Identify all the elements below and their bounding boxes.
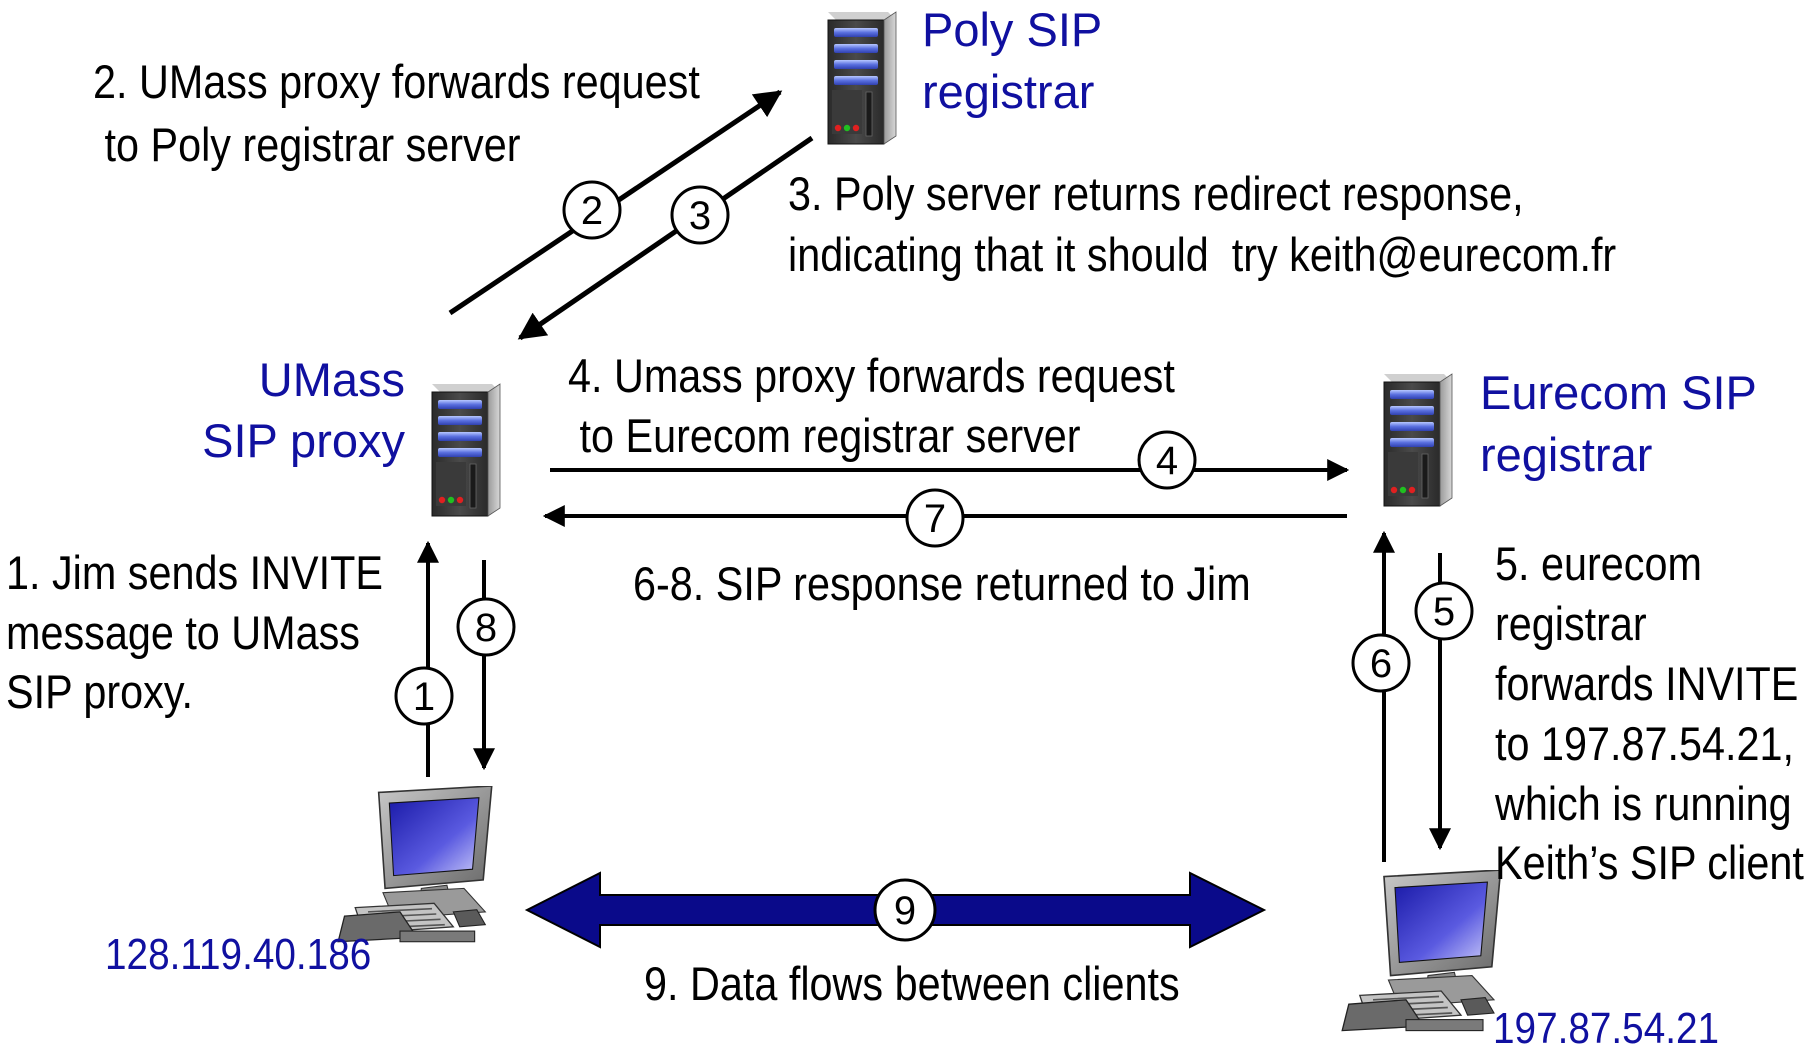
eurecom-registrar-label-line2: registrar [1480,428,1653,481]
umass-proxy-label-line1: UMass [258,353,405,406]
keith-computer-icon [1341,870,1502,1032]
svg-text:1: 1 [413,675,435,719]
step3-text-line1: 3. Poly server returns redirect response… [788,167,1524,220]
step2-text-line2: to Poly registrar server [93,118,521,171]
umass-proxy-label-line2: SIP proxy [202,414,405,467]
svg-text:6: 6 [1370,642,1392,686]
step4-text-line2: to Eurecom registrar server [568,409,1081,462]
step5-text-line5: which is running [1495,777,1792,830]
step-circle-2: 2 [562,180,622,240]
step5-text-line1: 5. eurecom [1495,537,1702,590]
step-circle-9: 9 [873,878,937,942]
step5-text-line4: to 197.87.54.21, [1495,717,1794,770]
svg-text:4: 4 [1156,439,1178,483]
keith-ip-address: 197.87.54.21 [1493,1004,1720,1050]
svg-text:9: 9 [894,889,916,933]
step1-text-line3: SIP proxy. [6,665,193,718]
step5-text-line6: Keith’s SIP client [1495,836,1804,889]
step9-text: 9. Data flows between clients [644,957,1180,1010]
svg-text:5: 5 [1433,590,1455,634]
step-circle-1: 1 [394,666,454,726]
step5-text-line2: registrar [1495,597,1647,650]
svg-text:2: 2 [581,189,603,233]
svg-text:3: 3 [689,194,711,238]
poly-registrar-server-icon [827,11,897,145]
step-circle-8: 8 [456,597,516,657]
arrow-step-3 [517,135,814,341]
step-circle-5: 5 [1414,581,1474,641]
eurecom-registrar-label-line1: Eurecom SIP [1480,366,1757,419]
step3-text-line2: indicating that it should try keith@eure… [788,228,1617,281]
step5-text-line3: forwards INVITE [1495,657,1799,710]
jim-computer-icon [337,786,493,943]
step2-text-line1: 2. UMass proxy forwards request [93,55,700,108]
svg-text:8: 8 [475,606,497,650]
poly-registrar-label-line1: Poly SIP [922,3,1103,56]
step-circle-7: 7 [905,488,965,548]
step-circle-6: 6 [1351,633,1411,693]
svg-text:7: 7 [924,497,946,541]
step6-8-text: 6-8. SIP response returned to Jim [633,557,1251,610]
umass-proxy-server-icon [431,383,501,517]
step1-text-line1: 1. Jim sends INVITE [6,546,383,599]
step1-text-line2: message to UMass [6,606,360,659]
step4-text-line1: 4. Umass proxy forwards request [568,349,1175,402]
step-circle-3: 3 [670,185,730,245]
step-circle-4: 4 [1137,430,1197,490]
jim-ip-address: 128.119.40.186 [105,930,372,979]
eurecom-registrar-server-icon [1383,373,1453,507]
poly-registrar-label-line2: registrar [922,65,1095,118]
